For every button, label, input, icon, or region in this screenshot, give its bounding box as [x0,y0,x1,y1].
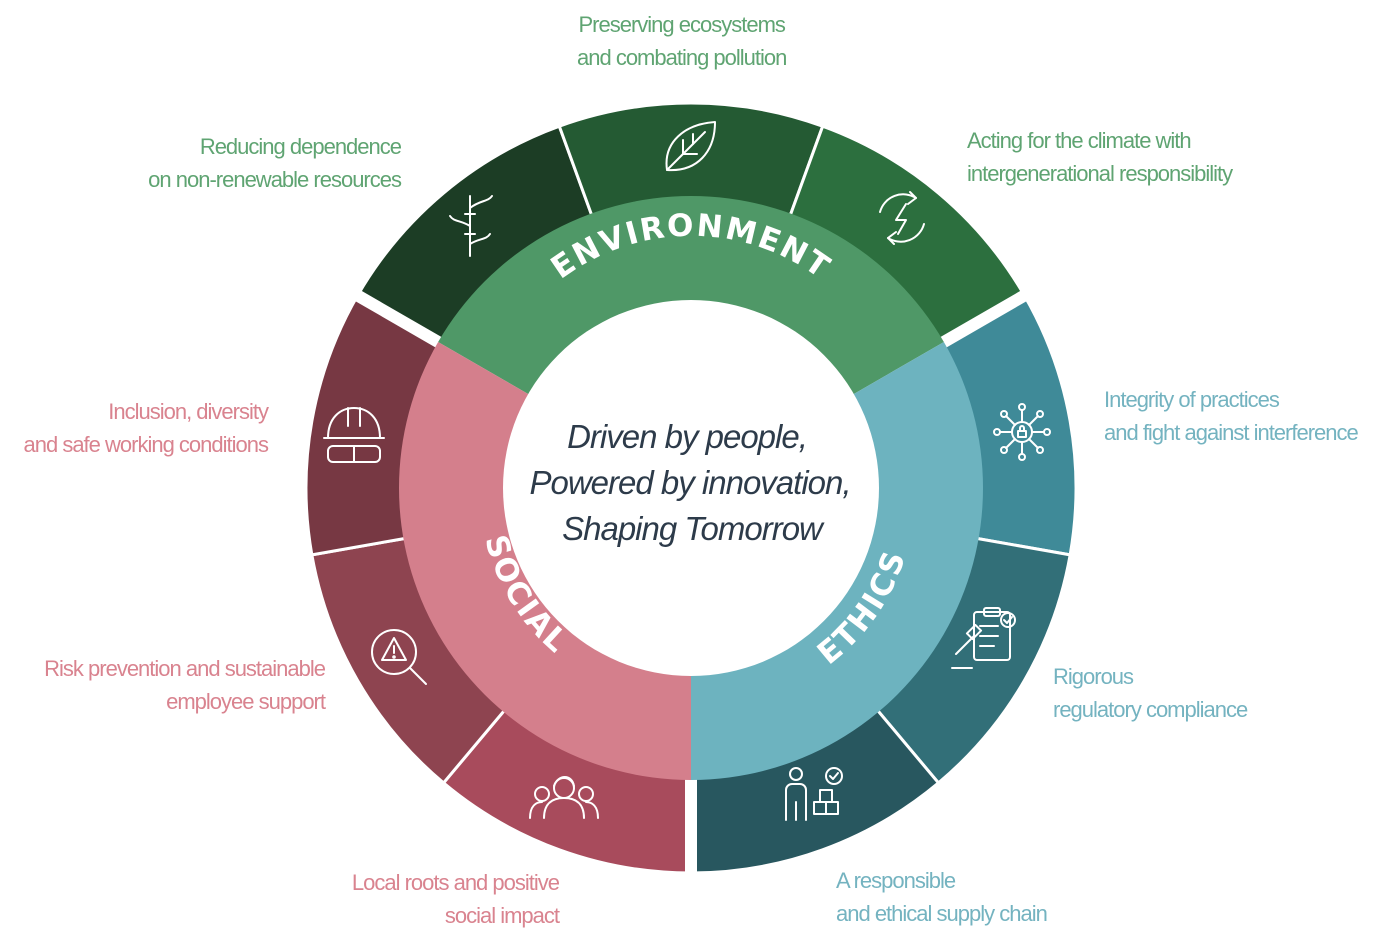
segment-label-supply-chain: A responsible and ethical supply chain [836,864,1048,930]
segment-label-line: Inclusion, diversity [108,399,269,424]
outer-segment-ring [304,101,1078,880]
segment-label-line: and safe working conditions [23,432,269,457]
segment-label-line: Preserving ecosystems [578,12,785,37]
segment-label-line: A responsible [836,868,956,893]
segment-label-line: and combating pollution [577,45,787,70]
center-statement: Driven by people, Powered by innovation,… [529,418,851,547]
renewable-energy-icon [879,191,925,245]
center-disc [503,300,879,676]
segment-label-line: on non-renewable resources [148,167,402,192]
segment-label-line: regulatory compliance [1053,697,1248,722]
segment-label-compliance: Rigorous regulatory compliance [1053,660,1248,726]
segment-label-line: Reducing dependence [199,134,402,159]
segment-label-line: employee support [166,689,326,714]
segment-label-line: Local roots and positive [351,870,560,895]
safety-helmet-icon [323,407,385,463]
pillar-ring [398,196,983,780]
segment-label-local-roots: Local roots and positive social impact [351,866,560,932]
segment-label-line: intergenerational responsibility [967,161,1233,186]
pillar-band-environment [438,196,944,398]
center-line-2: Powered by innovation, [529,464,850,501]
center-line-1: Driven by people, [567,418,807,455]
segment-label-ecosystems: Preserving ecosystems and combating poll… [577,8,787,74]
pillar-band-ethics [691,342,983,780]
segment-label-integrity: Integrity of practices and fight against… [1104,383,1359,449]
risk-magnifier-icon [371,629,427,685]
segment-label-climate: Acting for the climate with intergenerat… [967,124,1233,190]
bamboo-icon [449,195,493,257]
supply-chain-icon [785,767,843,821]
leaf-icon [665,121,716,172]
segment-label-line: social impact [444,903,560,928]
segment-label-line: Rigorous [1053,664,1134,689]
segment-label-inclusion: Inclusion, diversity and safe working co… [24,395,269,461]
segment-label-line: Integrity of practices [1104,387,1280,412]
segment-label-line: Acting for the climate with [967,128,1192,153]
pillar-separator [934,286,1034,351]
compliance-checklist-icon [951,607,1016,669]
segment-label-line: Risk prevention and sustainable [44,656,326,681]
center-line-3: Shaping Tomorrow [562,510,825,547]
segment-label-line: and ethical supply chain [836,901,1048,926]
pillar-separator [348,286,448,351]
segment-label-risk-prevention: Risk prevention and sustainable employee… [44,652,326,718]
segment-label-line: and fight against interference [1104,420,1359,445]
security-network-icon [993,403,1051,461]
community-icon [529,776,599,819]
segment-label-resources: Reducing dependence on non-renewable res… [148,130,402,196]
pillar-band-social [398,342,691,780]
